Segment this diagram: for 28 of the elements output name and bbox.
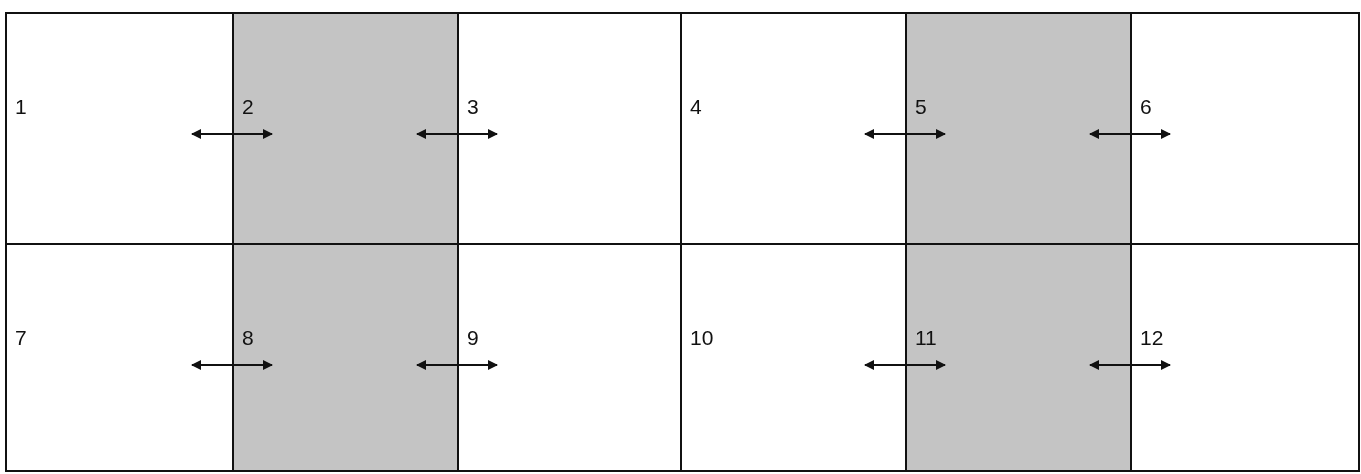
cell-number: 3	[467, 96, 479, 117]
cell-number: 9	[467, 327, 479, 348]
cell-number: 11	[915, 327, 937, 348]
double-arrow	[191, 129, 273, 139]
double-arrow	[864, 360, 946, 370]
double-arrow	[416, 129, 498, 139]
double-arrow	[1089, 129, 1171, 139]
cell-number: 7	[15, 327, 27, 348]
shaded-cell	[905, 12, 1132, 245]
cell-number: 12	[1140, 327, 1164, 348]
cell-number: 2	[242, 96, 254, 117]
table-cell	[1130, 12, 1360, 245]
double-arrow	[1089, 360, 1171, 370]
cell-number: 10	[690, 327, 714, 348]
table-cell	[5, 243, 234, 472]
double-arrow	[191, 360, 273, 370]
cell-number: 1	[15, 96, 27, 117]
cell-number: 4	[690, 96, 702, 117]
table-cell	[5, 12, 234, 245]
cell-number: 8	[242, 327, 254, 348]
cell-number: 5	[915, 96, 927, 117]
shaded-cell	[232, 12, 459, 245]
shaded-cell	[232, 243, 459, 472]
cell-number: 6	[1140, 96, 1152, 117]
table-cell	[1130, 243, 1360, 472]
shaded-cell	[905, 243, 1132, 472]
double-arrow	[864, 129, 946, 139]
double-arrow	[416, 360, 498, 370]
